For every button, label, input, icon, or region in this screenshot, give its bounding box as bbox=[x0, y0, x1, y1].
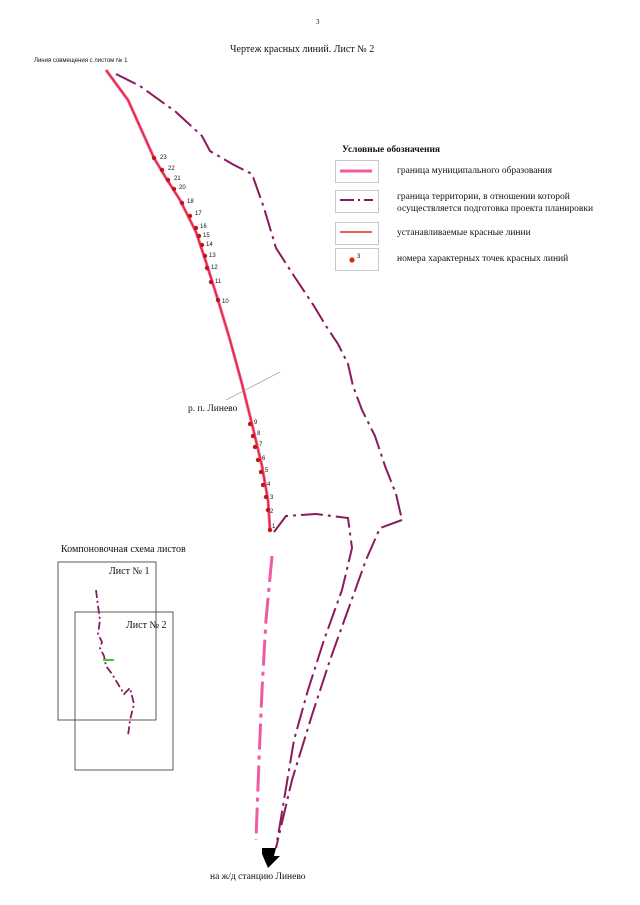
point-label: 10 bbox=[222, 299, 229, 305]
sheet2-frame bbox=[74, 611, 174, 771]
sheet1-label: Лист № 1 bbox=[109, 566, 150, 577]
point-label: 5 bbox=[265, 468, 269, 474]
territory-boundary-east bbox=[115, 73, 403, 521]
settlement-label: р. п. Линево bbox=[188, 404, 238, 414]
point-label: 12 bbox=[211, 265, 218, 271]
point-label: 7 bbox=[259, 442, 263, 448]
point-label: 4 bbox=[267, 482, 271, 488]
sheet2-label: Лист № 2 bbox=[126, 620, 167, 631]
legend-point-number: 3 bbox=[357, 254, 361, 260]
point-label: 15 bbox=[203, 233, 210, 239]
legend-point-swatch bbox=[349, 257, 355, 263]
red-line-points bbox=[151, 155, 273, 533]
legend-territory-label: граница территории, в отношении которой … bbox=[397, 192, 594, 214]
point-label: 18 bbox=[187, 199, 194, 205]
mini-territory-boundary bbox=[95, 589, 135, 737]
legend-swatch-territory-box bbox=[335, 190, 379, 213]
legend-swatch-redline-box bbox=[335, 222, 379, 245]
point-label: 21 bbox=[174, 176, 181, 182]
legend-points-label: номера характерных точек красных линий bbox=[397, 254, 569, 264]
point-label: 17 bbox=[195, 211, 202, 217]
legend-title: Условные обозначения bbox=[342, 145, 441, 155]
point-label: 2 bbox=[270, 509, 274, 515]
legend-redline-label: устанавливаемые красные линии bbox=[397, 228, 531, 238]
point-label: 11 bbox=[215, 279, 222, 285]
point-label: 14 bbox=[206, 242, 213, 248]
point-label: 6 bbox=[262, 456, 266, 462]
point-label: 22 bbox=[168, 166, 175, 172]
match-line-label: Линия совмещения с листом № 1 bbox=[34, 58, 128, 64]
point-label: 13 bbox=[209, 253, 216, 259]
point-label: 20 bbox=[179, 185, 186, 191]
point-label: 16 bbox=[200, 224, 207, 230]
legend-municipal-label: граница муниципального образования bbox=[397, 166, 552, 176]
point-label: 23 bbox=[160, 155, 167, 161]
territory-boundary-south bbox=[273, 512, 403, 849]
sheet1-frame bbox=[57, 561, 157, 721]
point-label: 1 bbox=[272, 524, 276, 530]
point-label: 3 bbox=[270, 495, 274, 501]
map-title: Чертеж красных линий. Лист № 2 bbox=[230, 44, 375, 55]
red-line-west bbox=[104, 69, 272, 531]
point-label: 9 bbox=[254, 420, 258, 426]
legend-swatch-points-box bbox=[335, 248, 379, 271]
page-number: 3 bbox=[316, 18, 320, 26]
direction-arrow-icon bbox=[262, 848, 280, 868]
layout-scheme-title: Компоновочная схема листов bbox=[61, 544, 186, 555]
settlement-leader-line bbox=[225, 371, 281, 401]
municipal-boundary-south bbox=[254, 555, 274, 841]
point-number-labels: 23 22 21 20 18 17 16 15 14 13 12 11 10 9… bbox=[160, 155, 276, 530]
station-label: на ж/д станцию Линево bbox=[210, 872, 306, 882]
point-label: 8 bbox=[257, 431, 261, 437]
